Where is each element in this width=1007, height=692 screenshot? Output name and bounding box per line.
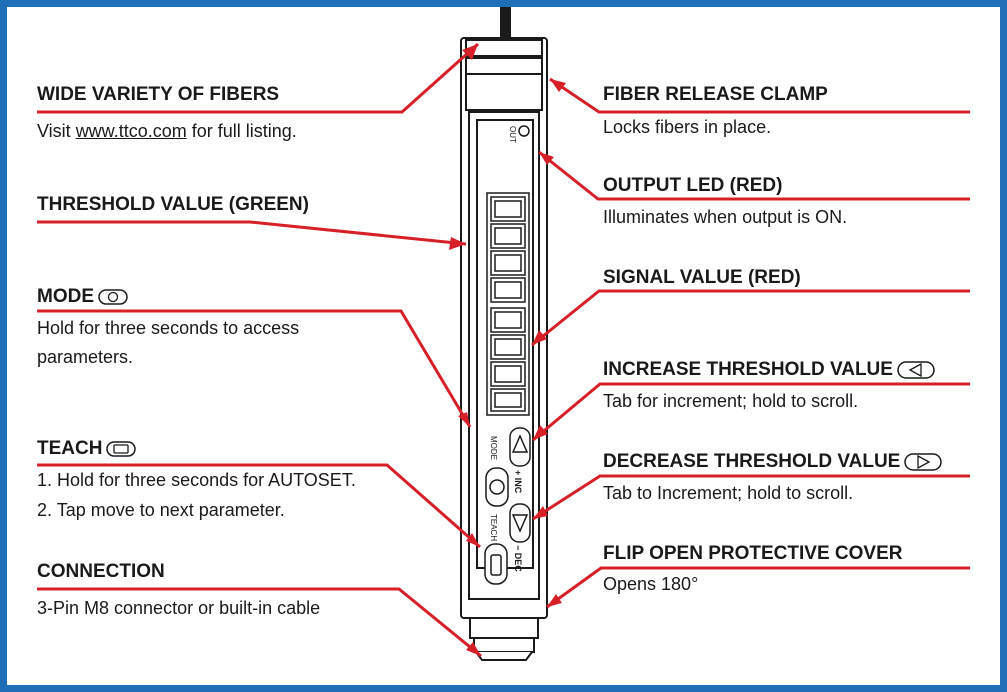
- teach-heading: TEACH: [37, 438, 137, 460]
- ttco-link[interactable]: www.ttco.com: [75, 121, 187, 141]
- wide-variety-heading: WIDE VARIETY OF FIBERS: [37, 84, 280, 105]
- output-led-desc: Illuminates when output is ON.: [603, 207, 848, 227]
- decrease-desc: Tab to Increment; hold to scroll.: [603, 483, 854, 503]
- signal-heading: SIGNAL VALUE (RED): [603, 267, 801, 288]
- mode-line1: Hold for three seconds to access: [37, 318, 300, 338]
- callout-wide-variety: [37, 42, 480, 114]
- wide-variety-prefix: Visit: [37, 121, 76, 141]
- connector: [469, 617, 539, 661]
- dec-device-label: − DEC: [513, 545, 523, 572]
- connection-heading: CONNECTION: [37, 561, 165, 582]
- callout-mode: [37, 309, 472, 428]
- decrease-button-icon: [904, 453, 943, 471]
- output-led-heading: OUTPUT LED (RED): [603, 175, 783, 196]
- callout-arrowheads: [449, 44, 566, 656]
- mode-heading: MODE: [37, 286, 128, 308]
- wide-variety-desc: Visit www.ttco.com for full listing.: [37, 120, 297, 142]
- mode-button[interactable]: [485, 467, 509, 507]
- callout-signal: [531, 289, 970, 347]
- increase-heading-text: INCREASE THRESHOLD VALUE: [603, 359, 893, 380]
- decrease-heading-text: DECREASE THRESHOLD VALUE: [603, 451, 901, 472]
- mode-heading-text: MODE: [37, 286, 94, 307]
- callout-flip-cover: [546, 566, 970, 609]
- fiber-release-desc: Locks fibers in place.: [603, 117, 772, 137]
- decrease-heading: DECREASE THRESHOLD VALUE: [603, 451, 943, 473]
- teach-heading-text: TEACH: [37, 438, 103, 459]
- increase-button-icon: [897, 361, 935, 379]
- callout-threshold: [37, 220, 467, 246]
- cable: [500, 7, 511, 41]
- seven-segment-display: [486, 192, 530, 416]
- teach-button[interactable]: [484, 543, 508, 585]
- callout-increase: [532, 382, 970, 442]
- callout-teach: [37, 463, 481, 549]
- mode-line2: parameters.: [37, 347, 134, 367]
- inc-button[interactable]: [509, 427, 531, 467]
- mode-device-label: MODE: [489, 436, 498, 460]
- mode-button-icon: [98, 289, 128, 305]
- callout-fiber-release: [549, 77, 970, 114]
- inc-device-label: + INC: [513, 470, 523, 494]
- increase-heading: INCREASE THRESHOLD VALUE: [603, 359, 935, 381]
- flip-cover-desc: Opens 180°: [603, 574, 699, 594]
- teach-button-icon: [106, 441, 137, 457]
- callout-lines: [37, 42, 970, 658]
- dec-button[interactable]: [509, 503, 531, 543]
- connection-desc: 3-Pin M8 connector or built-in cable: [37, 598, 321, 618]
- callout-output-led: [538, 150, 970, 201]
- threshold-heading: THRESHOLD VALUE (GREEN): [37, 194, 309, 215]
- teach-line2: 2. Tap move to next parameter.: [37, 500, 285, 520]
- output-led: [518, 125, 530, 137]
- teach-line1: 1. Hold for three seconds for AUTOSET.: [37, 470, 356, 490]
- callout-connection: [37, 587, 482, 658]
- fiber-release-heading: FIBER RELEASE CLAMP: [603, 84, 828, 105]
- wide-variety-suffix: for full listing.: [186, 121, 297, 141]
- teach-device-label: TEACH: [489, 514, 498, 541]
- increase-desc: Tab for increment; hold to scroll.: [603, 391, 859, 411]
- callout-decrease: [532, 474, 970, 521]
- out-label: OUT: [508, 126, 517, 143]
- flip-cover-heading: FLIP OPEN PROTECTIVE COVER: [603, 543, 903, 564]
